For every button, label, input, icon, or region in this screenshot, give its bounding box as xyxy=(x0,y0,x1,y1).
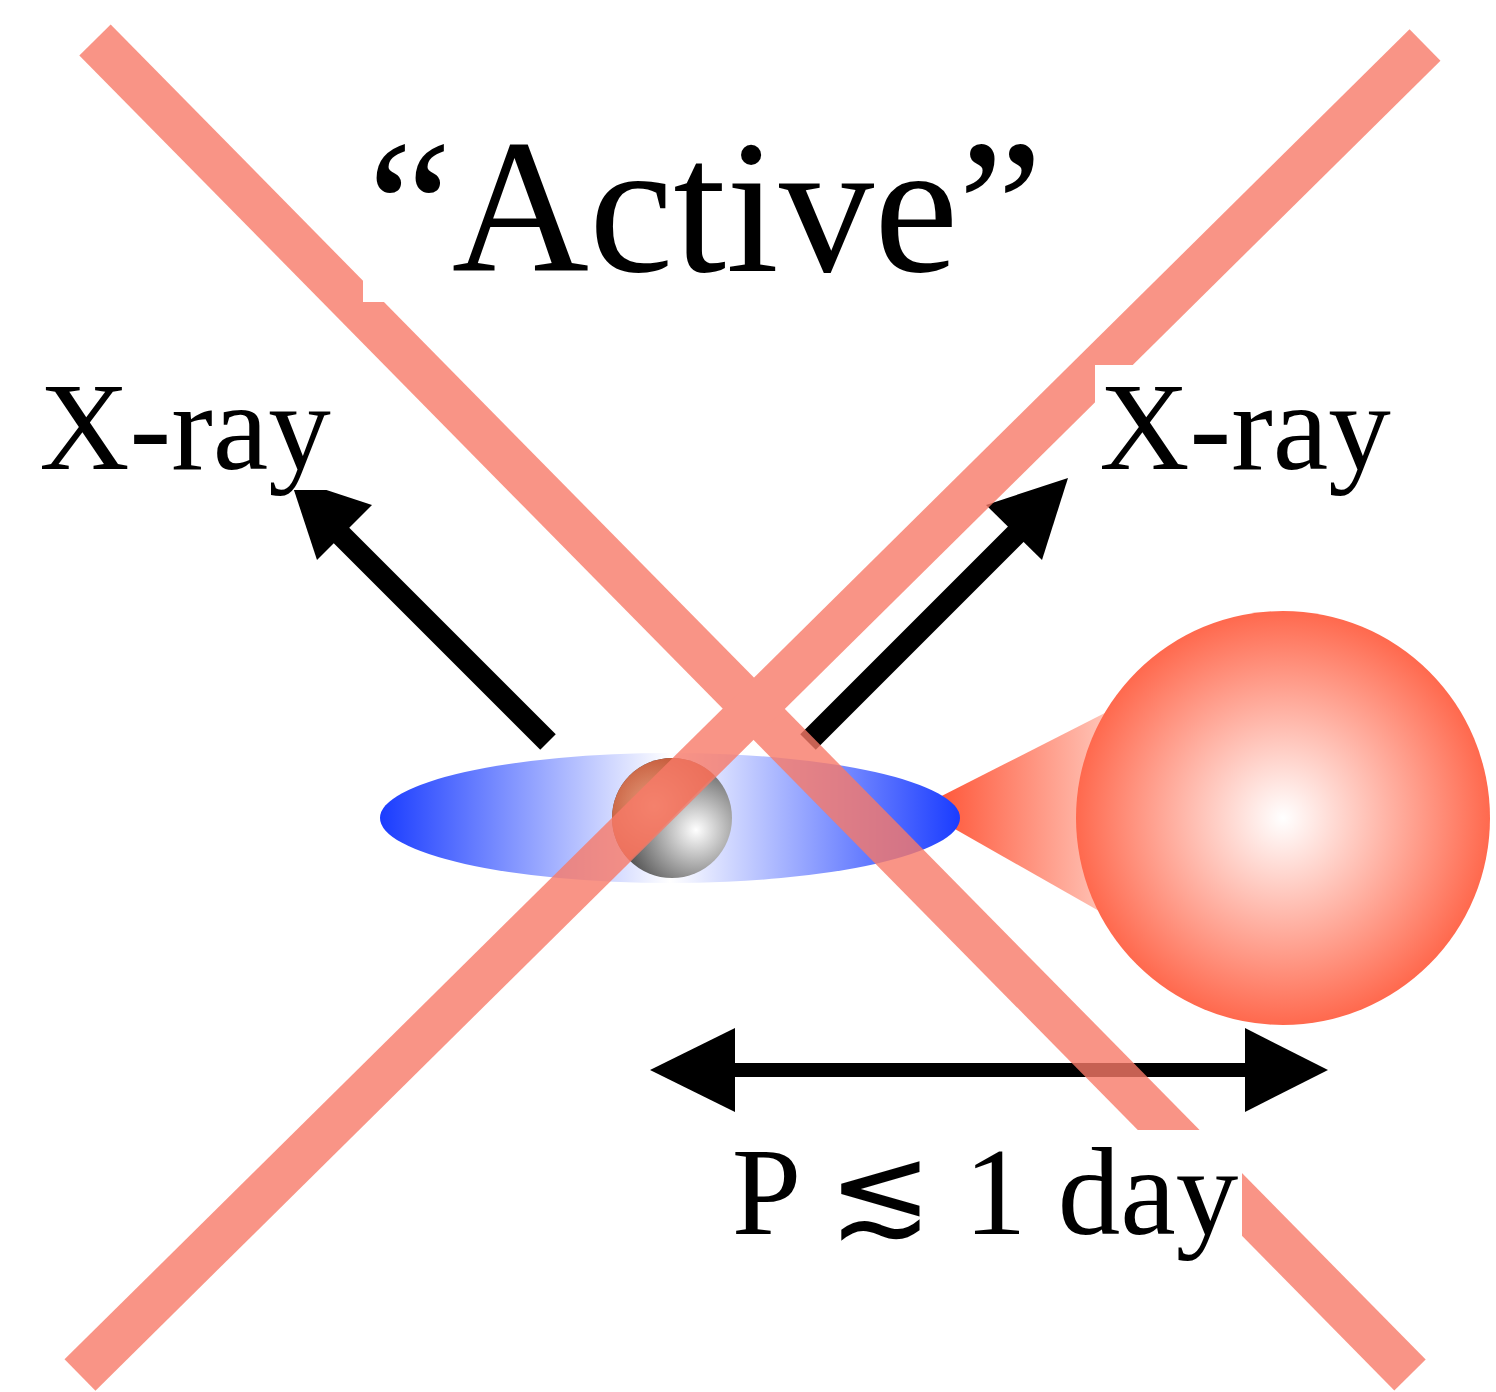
separation-line xyxy=(700,1063,1280,1077)
companion-star xyxy=(1076,611,1490,1025)
period-label: P ≲ 1 day xyxy=(728,1130,1243,1255)
emission-label: X-ray xyxy=(35,365,335,490)
cross-out xyxy=(80,40,1425,1375)
xray-arrow xyxy=(330,524,548,742)
cross-stroke xyxy=(80,45,1425,1375)
arrow-head xyxy=(290,478,372,560)
emission-label: X-ray xyxy=(1095,365,1395,490)
arrow-head xyxy=(650,1028,735,1112)
arrow-head xyxy=(1245,1028,1328,1112)
title: “Active” xyxy=(363,112,1046,302)
